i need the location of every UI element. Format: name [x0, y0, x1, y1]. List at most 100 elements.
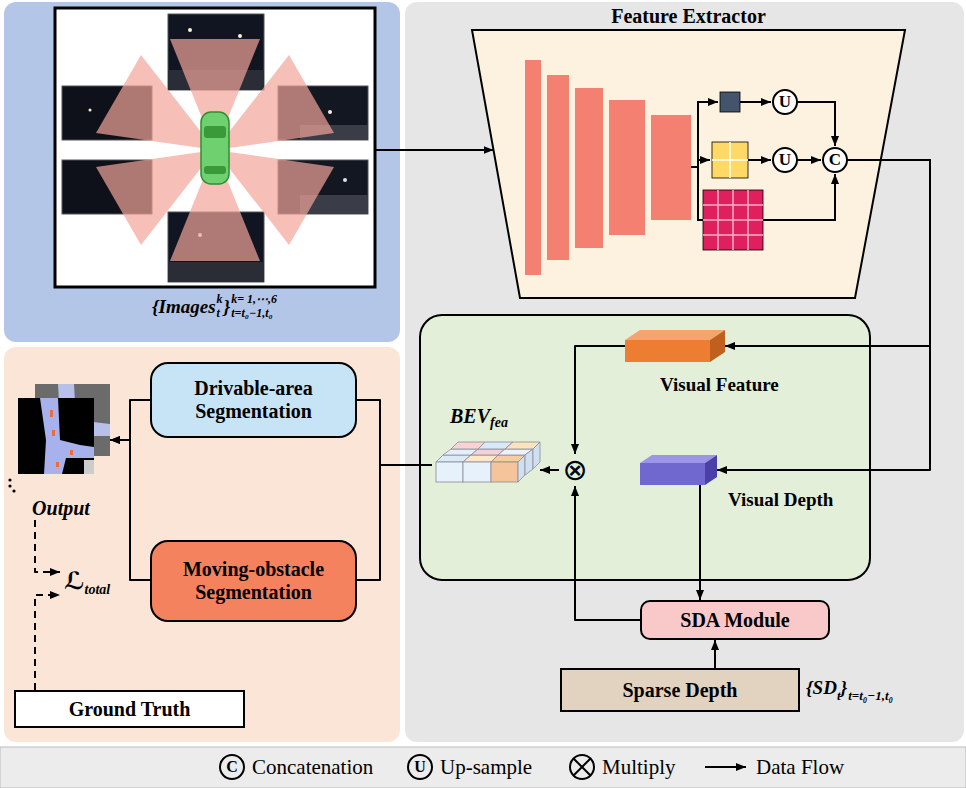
- camera-illustration: [238, 34, 242, 38]
- label-text: {SD: [806, 676, 837, 700]
- text-holder: U: [773, 90, 797, 114]
- camera-illustration: [328, 110, 332, 114]
- output-image: [8, 484, 11, 487]
- feature-extractor-art: [773, 148, 797, 172]
- output-image: [52, 430, 55, 436]
- data-flow-arrow: [725, 160, 930, 346]
- legend-samples: [574, 759, 591, 776]
- text-holder: BEVfea: [450, 404, 508, 435]
- output-image: [56, 462, 59, 467]
- label-text: ℒ: [64, 566, 85, 595]
- text-holder: C: [220, 755, 244, 779]
- label-text: }: [841, 676, 848, 700]
- legend-samples: [570, 755, 594, 779]
- bev-grid: [525, 449, 533, 475]
- text-holder: Drivable-area Segmentation: [160, 377, 347, 423]
- label-text: total: [85, 582, 111, 597]
- data-flow-arrow: [714, 640, 716, 668]
- label-text: k= 1,⋯,6: [231, 293, 277, 307]
- camera-view-fan: [96, 150, 215, 245]
- feature-extractor-art: [472, 30, 905, 298]
- output-image: [40, 398, 94, 474]
- legend-samples: [220, 755, 244, 779]
- feature-extractor-art: [797, 102, 835, 146]
- bev-grid: [463, 462, 491, 482]
- feature-extractor-art: [697, 101, 718, 103]
- label-text: Multiply: [602, 755, 676, 779]
- data-flow-arrow: [575, 486, 640, 620]
- text-holder: U: [408, 755, 432, 779]
- label-text: BEV: [450, 405, 490, 427]
- loss-connector: [35, 595, 60, 690]
- data-flow-arrow: [357, 465, 432, 580]
- feature-extractor-art: [720, 92, 740, 112]
- feature-extractor-art: [703, 234, 763, 236]
- output-image: [50, 410, 53, 417]
- head-box: Drivable-area Segmentation: [150, 362, 357, 438]
- label-text: C: [829, 150, 841, 169]
- text-holder: {Imageskt}k= 1,⋯,6t=t₀−1,t₀: [55, 293, 375, 321]
- label-text: t: [217, 307, 223, 321]
- text-holder: Ground Truth: [69, 698, 191, 721]
- label-text: Visual Depth: [728, 489, 833, 510]
- text-holder: SDA Module: [680, 609, 789, 632]
- visual-feature-slab: [710, 330, 725, 362]
- input-box: Sparse Depth: [560, 668, 800, 712]
- feature-extractor-art: [697, 219, 703, 221]
- camera-illustration: [55, 8, 375, 287]
- camera-view-fan: [215, 150, 334, 245]
- bev-feature: BEVfea: [432, 440, 540, 485]
- label-text: C: [226, 758, 238, 775]
- label-text: Data Flow: [756, 755, 844, 779]
- text-holder: U: [773, 148, 797, 172]
- feature-extractor-art: [823, 148, 847, 172]
- data-flow-arrow: [110, 400, 150, 440]
- feature-extractor-art: [763, 174, 835, 220]
- process-box: SDA Module: [640, 600, 830, 640]
- feature-extractor-art: [712, 142, 748, 178]
- label-text: Feature Extractor: [611, 5, 766, 27]
- feature-extractor-art: [703, 219, 763, 221]
- panels: [4, 347, 400, 742]
- panels: [0, 747, 966, 788]
- text-holder: Up-sample: [440, 754, 532, 780]
- camera-illustration: [204, 166, 226, 174]
- label-text: Concatenation: [252, 755, 373, 779]
- feature-extractor-art: [547, 75, 569, 260]
- visual-feature-slab: [625, 340, 710, 362]
- data-flow-arrow: [110, 440, 150, 580]
- label-text: Sparse Depth: [622, 679, 737, 702]
- visual-feature-slab: [625, 330, 725, 362]
- data-flow-arrow: [699, 485, 701, 600]
- index-stack: kt: [217, 293, 223, 321]
- text-holder: Sparse Depth: [622, 679, 737, 702]
- feature-extractor-art: [651, 115, 691, 220]
- bev-grid: [491, 462, 518, 482]
- text-holder: Visual Depth: [728, 489, 833, 511]
- text-holder: C: [823, 148, 847, 172]
- text-holder: Data Flow: [756, 754, 844, 780]
- feature-extractor-art: [847, 159, 881, 161]
- label-text: Moving-obstacle Segmentation: [160, 558, 347, 604]
- label-text: fea: [490, 415, 508, 430]
- camera-illustration: [188, 28, 192, 32]
- label-text: t=t₀−1,t₀: [848, 688, 893, 704]
- visual-depth-slab: [640, 463, 705, 485]
- label-text: Ground Truth: [69, 698, 191, 721]
- panels: [405, 2, 964, 742]
- fusion-region: [420, 315, 870, 580]
- feature-extractor-art: [740, 101, 771, 103]
- feature-extractor-art: [525, 60, 541, 275]
- feature-extractor-art: [773, 90, 797, 114]
- feature-extractor-art: [691, 166, 698, 168]
- feature-extractor-art: [697, 159, 710, 161]
- bev-grid: [518, 455, 525, 482]
- data-flow-arrow: [575, 346, 625, 454]
- output-image: [18, 398, 94, 474]
- camera-illustration: [201, 112, 229, 184]
- legend-samples: [220, 755, 746, 779]
- data-flow-arrow: [540, 469, 559, 471]
